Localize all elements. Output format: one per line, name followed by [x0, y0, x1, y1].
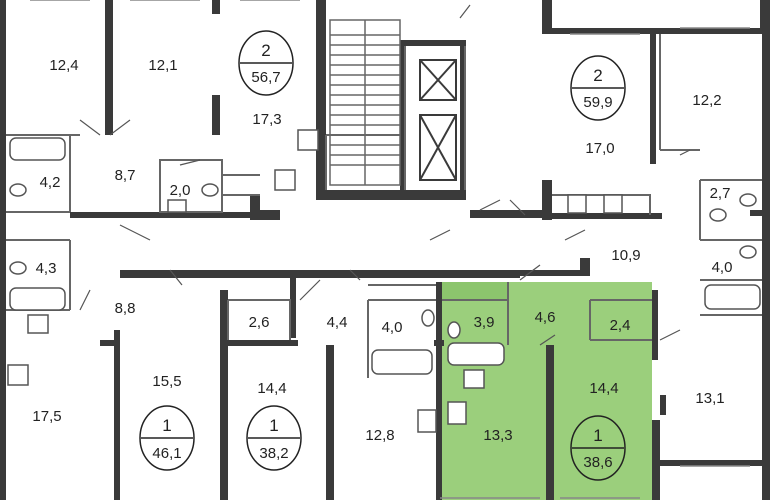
- badge-area: 56,7: [251, 69, 280, 86]
- windows: [30, 0, 750, 499]
- room-area-label: 2,4: [610, 317, 631, 334]
- room-area-label: 8,8: [115, 300, 136, 317]
- apartment-badge[interactable]: 1 46,1: [139, 405, 195, 471]
- apartment-badge[interactable]: 1 38,2: [246, 405, 302, 471]
- stairwell: [329, 19, 401, 186]
- doors: [79, 4, 691, 346]
- room-area-label: 3,9: [474, 314, 495, 331]
- room-area-label: 12,1: [148, 57, 177, 74]
- room-area-label: 13,3: [483, 427, 512, 444]
- fixtures: [7, 129, 761, 433]
- room-area-label: 17,3: [252, 111, 281, 128]
- room-area-label: 17,0: [585, 140, 614, 157]
- room-area-label: 4,2: [40, 174, 61, 191]
- room-area-label: 2,6: [249, 314, 270, 331]
- room-area-label: 8,7: [115, 167, 136, 184]
- badge-rooms: 2: [261, 41, 270, 60]
- room-area-label: 2,0: [170, 182, 191, 199]
- room-area-label: 4,3: [36, 260, 57, 277]
- room-area-label: 10,9: [611, 247, 640, 264]
- room-area-label: 15,5: [152, 373, 181, 390]
- badge-area: 59,9: [583, 94, 612, 111]
- room-area-label: 14,4: [589, 380, 618, 397]
- room-area-label: 4,6: [535, 309, 556, 326]
- badge-area: 38,6: [583, 454, 612, 471]
- badge-rooms: 1: [269, 416, 278, 435]
- badge-area: 46,1: [152, 445, 181, 462]
- room-area-label: 17,5: [32, 408, 61, 425]
- elevators: [419, 59, 457, 181]
- room-area-label: 4,0: [712, 259, 733, 276]
- badge-rooms: 1: [162, 416, 171, 435]
- room-labels: 12,4 12,1 17,3 4,2 8,7 2,0 17,0 12,2 2,7…: [32, 57, 732, 444]
- room-area-label: 4,0: [382, 319, 403, 336]
- room-area-label: 4,4: [327, 314, 348, 331]
- room-area-label: 14,4: [257, 380, 286, 397]
- apartment-badge[interactable]: 2 59,9: [570, 55, 626, 121]
- room-area-label: 12,4: [49, 57, 78, 74]
- apartment-badge[interactable]: 2 56,7: [238, 30, 294, 96]
- room-area-label: 2,7: [710, 185, 731, 202]
- room-area-label: 12,2: [692, 92, 721, 109]
- badge-area: 38,2: [259, 445, 288, 462]
- room-area-label: 13,1: [695, 390, 724, 407]
- apartment-badge[interactable]: 1 38,6: [570, 415, 626, 481]
- badge-rooms: 2: [593, 66, 602, 85]
- badge-rooms: 1: [593, 426, 602, 445]
- room-area-label: 12,8: [365, 427, 394, 444]
